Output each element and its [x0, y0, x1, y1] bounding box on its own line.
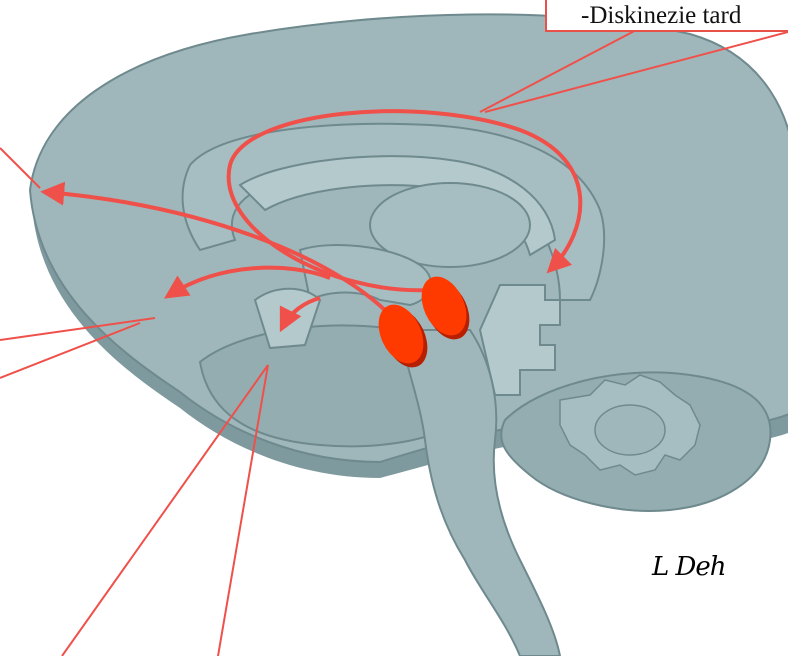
label-box-diskinezie: -Diskinezie tard	[545, 0, 788, 32]
author-signature: L Deh	[652, 552, 726, 582]
leader-bottom-1	[62, 365, 268, 656]
label-text: -Diskinezie tard	[581, 2, 741, 29]
fourth-ventricle	[595, 405, 665, 455]
